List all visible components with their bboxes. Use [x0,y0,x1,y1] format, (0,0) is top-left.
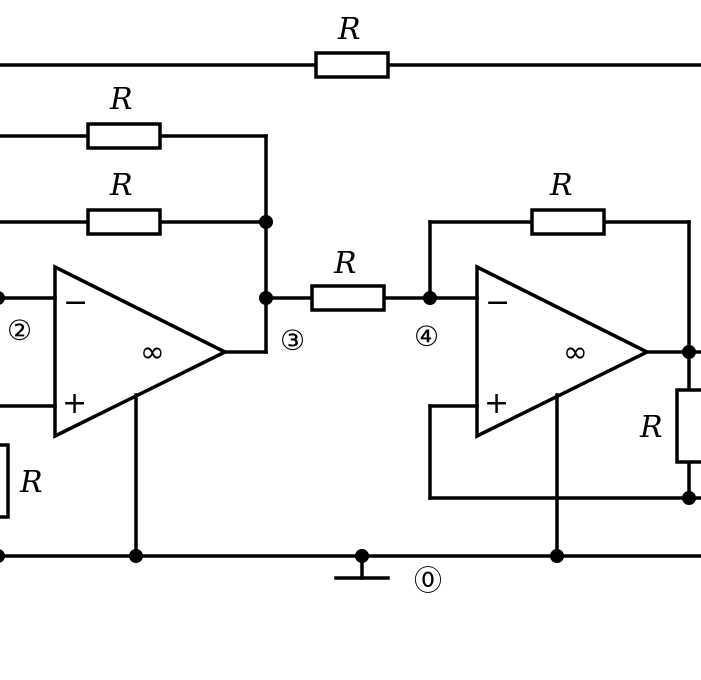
top-feedback-branch: R [0,12,701,79]
resistor-bottom-left-label: R [19,465,43,500]
opamp-2-noninverting-sign: + [484,386,509,421]
opamp-2: − + ∞ [428,264,701,558]
resistor-output-label: R [639,410,663,445]
ground-rail: ⓪ [0,549,701,597]
resistor-feedback-2-label: R [549,168,573,203]
node-4-label: ④ [414,320,439,353]
resistor-input-2-label: R [109,168,133,203]
bottom-left-resistor-branch: R [0,443,43,519]
input-terminal [0,549,5,563]
input-terminal [0,291,5,305]
input-branch-1: R [0,82,268,354]
junction-dot [259,291,273,305]
opamp-1-noninverting-sign: + [62,386,87,421]
resistor-input-1 [86,122,162,150]
resistor-series [310,284,386,312]
resistor-input-2 [86,208,162,236]
opamp-2-feedback-branch: R [428,168,691,354]
output-resistor-branch: R [639,350,701,500]
resistor-series-label: R [333,246,357,281]
junction-dot [550,549,564,563]
resistor-bottom-left [0,443,10,519]
resistor-top-label: R [337,12,361,47]
opamp-2-inverting-sign: − [485,285,510,320]
input-branch-2: R [0,168,273,236]
junction-dot [259,215,273,229]
opamp-2-gain-symbol: ∞ [563,335,588,370]
node-2-label: ② [7,314,32,347]
opamp-1-gain-symbol: ∞ [140,335,165,370]
node-0-label: ⓪ [414,564,442,597]
node-3-label: ③ [280,324,305,357]
junction-dot [129,549,143,563]
series-branch: R [259,246,437,312]
opamp-1-inverting-sign: − [63,285,88,320]
resistor-feedback-2 [530,208,606,236]
resistor-output [675,388,701,464]
opamp-1: − + ∞ [0,264,268,558]
resistor-top [314,51,390,79]
resistor-input-1-label: R [109,82,133,117]
